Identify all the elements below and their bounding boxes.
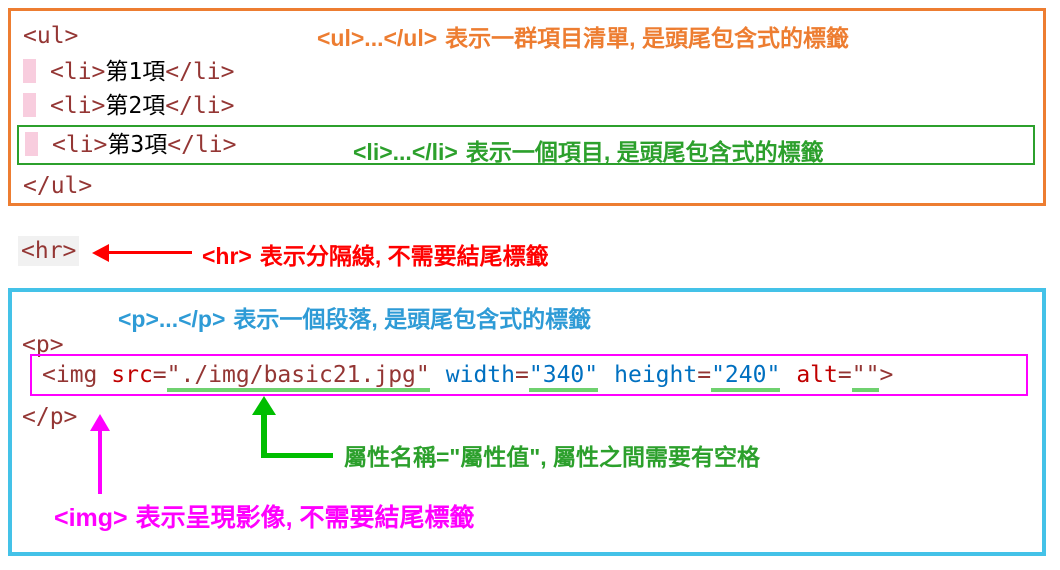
img-close-bracket: > — [879, 362, 894, 388]
img-highlight-frame: <img src="./img/basic21.jpg"width="340"h… — [30, 354, 1028, 396]
li-highlight-frame: <li>第3項</li> <li>...</li> 表示一個項目, 是頭尾包含式的… — [17, 125, 1035, 165]
img-annotation-tag: <img> — [54, 504, 128, 532]
img-height-attr-value: "240" — [711, 362, 781, 392]
indent-highlight — [23, 93, 36, 117]
hr-annotation: <hr> 表示分隔線, 不需要結尾標籤 — [202, 237, 549, 271]
img-up-arrow-head-icon — [90, 414, 110, 431]
indent-highlight — [25, 132, 38, 156]
img-annotation-text: 表示呈現影像, 不需要結尾標籤 — [135, 504, 475, 532]
li-item-1-text: 第1項 — [105, 59, 166, 85]
p-annotation-text: 表示一個段落, 是頭尾包含式的標籤 — [233, 306, 592, 332]
equals-sign: = — [515, 362, 529, 388]
li-open-tag: <li> — [52, 132, 108, 158]
attr-arrow-connector — [261, 453, 333, 458]
p-annotation-tag: <p>...</p> — [118, 306, 226, 332]
li-open-tag: <li> — [50, 59, 106, 85]
li-open-tag: <li> — [50, 93, 106, 119]
li-annotation: <li>...</li> 表示一個項目, 是頭尾包含式的標籤 — [353, 133, 824, 167]
p-code-box: <p>...</p> 表示一個段落, 是頭尾包含式的標籤 <p> <img src… — [8, 288, 1046, 556]
code-img-line: <img src="./img/basic21.jpg"width="340"h… — [42, 360, 894, 392]
li-annotation-tag: <li>...</li> — [353, 139, 458, 165]
ul-annotation-tag: <ul>...</ul> — [317, 25, 438, 51]
li-annotation-text: 表示一個項目, 是頭尾包含式的標籤 — [465, 139, 824, 165]
img-src-attr-name: src — [111, 362, 153, 388]
left-arrow-head-icon — [92, 244, 109, 262]
li-item-2-text: 第2項 — [105, 93, 166, 119]
hr-annotation-tag: <hr> — [202, 243, 252, 269]
img-width-attr-value: "340" — [528, 362, 599, 392]
left-arrow-shaft — [106, 251, 192, 254]
code-p-close-tag: </p> — [22, 404, 78, 430]
code-li-line-3: <li>第3項</li> — [25, 130, 237, 160]
code-ul-open-tag: <ul> — [23, 23, 79, 49]
attr-up-arrow-shaft — [261, 413, 267, 458]
equals-sign: = — [697, 362, 712, 388]
img-width-attr-name: width — [445, 362, 516, 388]
equals-sign: = — [837, 362, 852, 388]
code-li-line-1: <li>第1項</li> — [23, 57, 235, 87]
ul-annotation-text: 表示一群項目清單, 是頭尾包含式的標籤 — [445, 25, 849, 51]
img-up-arrow-shaft — [98, 430, 102, 494]
code-p-open-tag: <p> — [22, 332, 64, 358]
equals-sign: = — [152, 362, 167, 388]
attr-up-arrow-head-icon — [252, 396, 276, 415]
img-annotation: <img>表示呈現影像, 不需要結尾標籤 — [54, 498, 475, 534]
code-hr-tag: <hr> — [18, 236, 80, 266]
indent-highlight — [23, 59, 36, 83]
ul-code-box: <ul> <ul>...</ul> 表示一群項目清單, 是頭尾包含式的標籤 <li… — [8, 8, 1046, 206]
li-close-tag: </li> — [165, 59, 235, 85]
ul-annotation: <ul>...</ul> 表示一群項目清單, 是頭尾包含式的標籤 — [317, 19, 849, 53]
li-close-tag: </li> — [167, 132, 237, 158]
code-ul-close-tag: </ul> — [23, 173, 93, 199]
img-alt-attr-name: alt — [796, 362, 838, 388]
img-src-attr-value: "./img/basic21.jpg" — [166, 362, 430, 392]
code-li-line-2: <li>第2項</li> — [23, 91, 235, 121]
img-alt-attr-value: "" — [851, 362, 880, 392]
attr-annotation: 屬性名稱="屬性值", 屬性之間需要有空格 — [344, 444, 761, 470]
img-height-attr-name: height — [614, 362, 698, 388]
li-item-3-text: 第3項 — [107, 132, 168, 158]
hr-annotation-text: 表示分隔線, 不需要結尾標籤 — [259, 243, 549, 269]
li-close-tag: </li> — [165, 93, 235, 119]
p-annotation: <p>...</p> 表示一個段落, 是頭尾包含式的標籤 — [118, 300, 591, 334]
img-open-tag: <img — [42, 362, 112, 388]
